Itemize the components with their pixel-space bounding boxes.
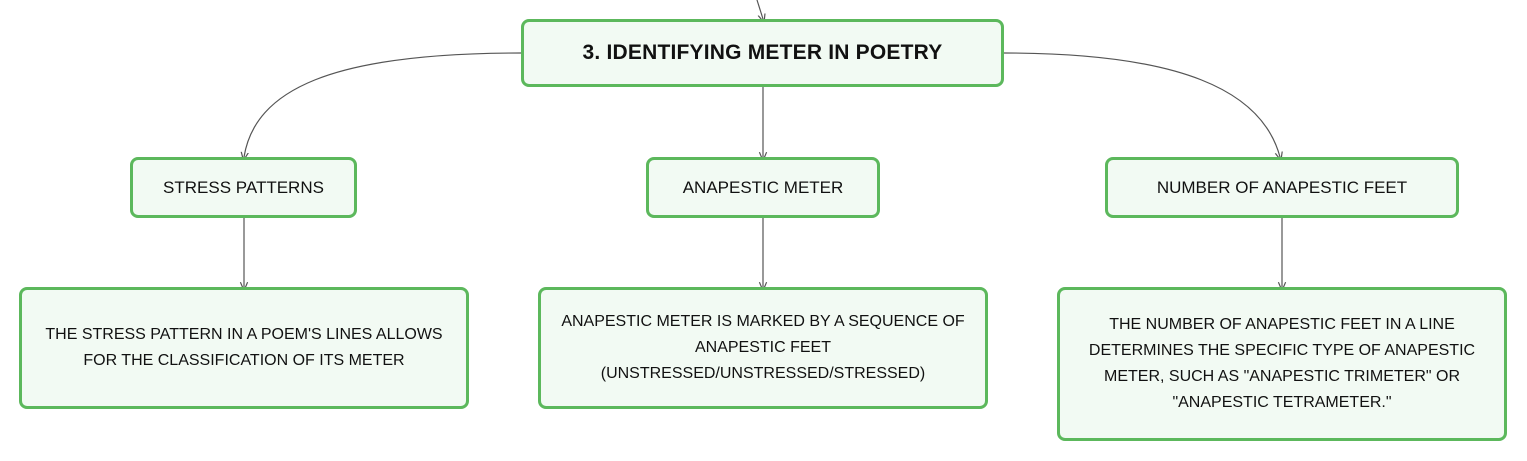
connector-root-to-stress-patterns — [244, 52, 522, 157]
detail-line: METER, SUCH AS "ANAPESTIC TRIMETER" OR — [1104, 368, 1460, 385]
topic-node-label: NUMBER OF ANAPESTIC FEET — [1156, 177, 1408, 197]
connector-root-to-number-of-feet — [1003, 52, 1280, 157]
detail-line: THE STRESS PATTERN IN A POEM'S LINES ALL… — [45, 326, 443, 343]
detail-line: THE NUMBER OF ANAPESTIC FEET IN A LINE — [1109, 316, 1455, 333]
connector-parent-to-root — [756, 0, 763, 19]
topic-node-stress-patterns[interactable]: STRESS PATTERNS — [130, 157, 357, 218]
topic-node-anapestic-meter[interactable]: ANAPESTIC METER — [646, 157, 880, 218]
detail-line: ANAPESTIC METER IS MARKED BY A SEQUENCE … — [561, 313, 965, 330]
root-node[interactable]: 3. IDENTIFYING METER IN POETRY — [521, 19, 1004, 87]
detail-line: ANAPESTIC FEET — [694, 339, 831, 356]
detail-line: FOR THE CLASSIFICATION OF ITS METER — [83, 352, 405, 369]
topic-node-label: ANAPESTIC METER — [682, 177, 844, 197]
topic-node-label: STRESS PATTERNS — [163, 177, 324, 197]
detail-node-stress-patterns[interactable]: THE STRESS PATTERN IN A POEM'S LINES ALL… — [19, 287, 469, 409]
detail-node-number-of-anapestic-feet[interactable]: THE NUMBER OF ANAPESTIC FEET IN A LINE D… — [1057, 287, 1507, 441]
detail-line: "ANAPESTIC TETRAMETER." — [1172, 394, 1392, 411]
detail-line: (UNSTRESSED/UNSTRESSED/STRESSED) — [600, 365, 926, 382]
topic-node-number-of-anapestic-feet[interactable]: NUMBER OF ANAPESTIC FEET — [1105, 157, 1459, 218]
detail-line: DETERMINES THE SPECIFIC TYPE OF ANAPESTI… — [1088, 342, 1476, 359]
detail-node-anapestic-meter[interactable]: ANAPESTIC METER IS MARKED BY A SEQUENCE … — [538, 287, 988, 409]
root-node-label: 3. IDENTIFYING METER IN POETRY — [582, 41, 943, 64]
